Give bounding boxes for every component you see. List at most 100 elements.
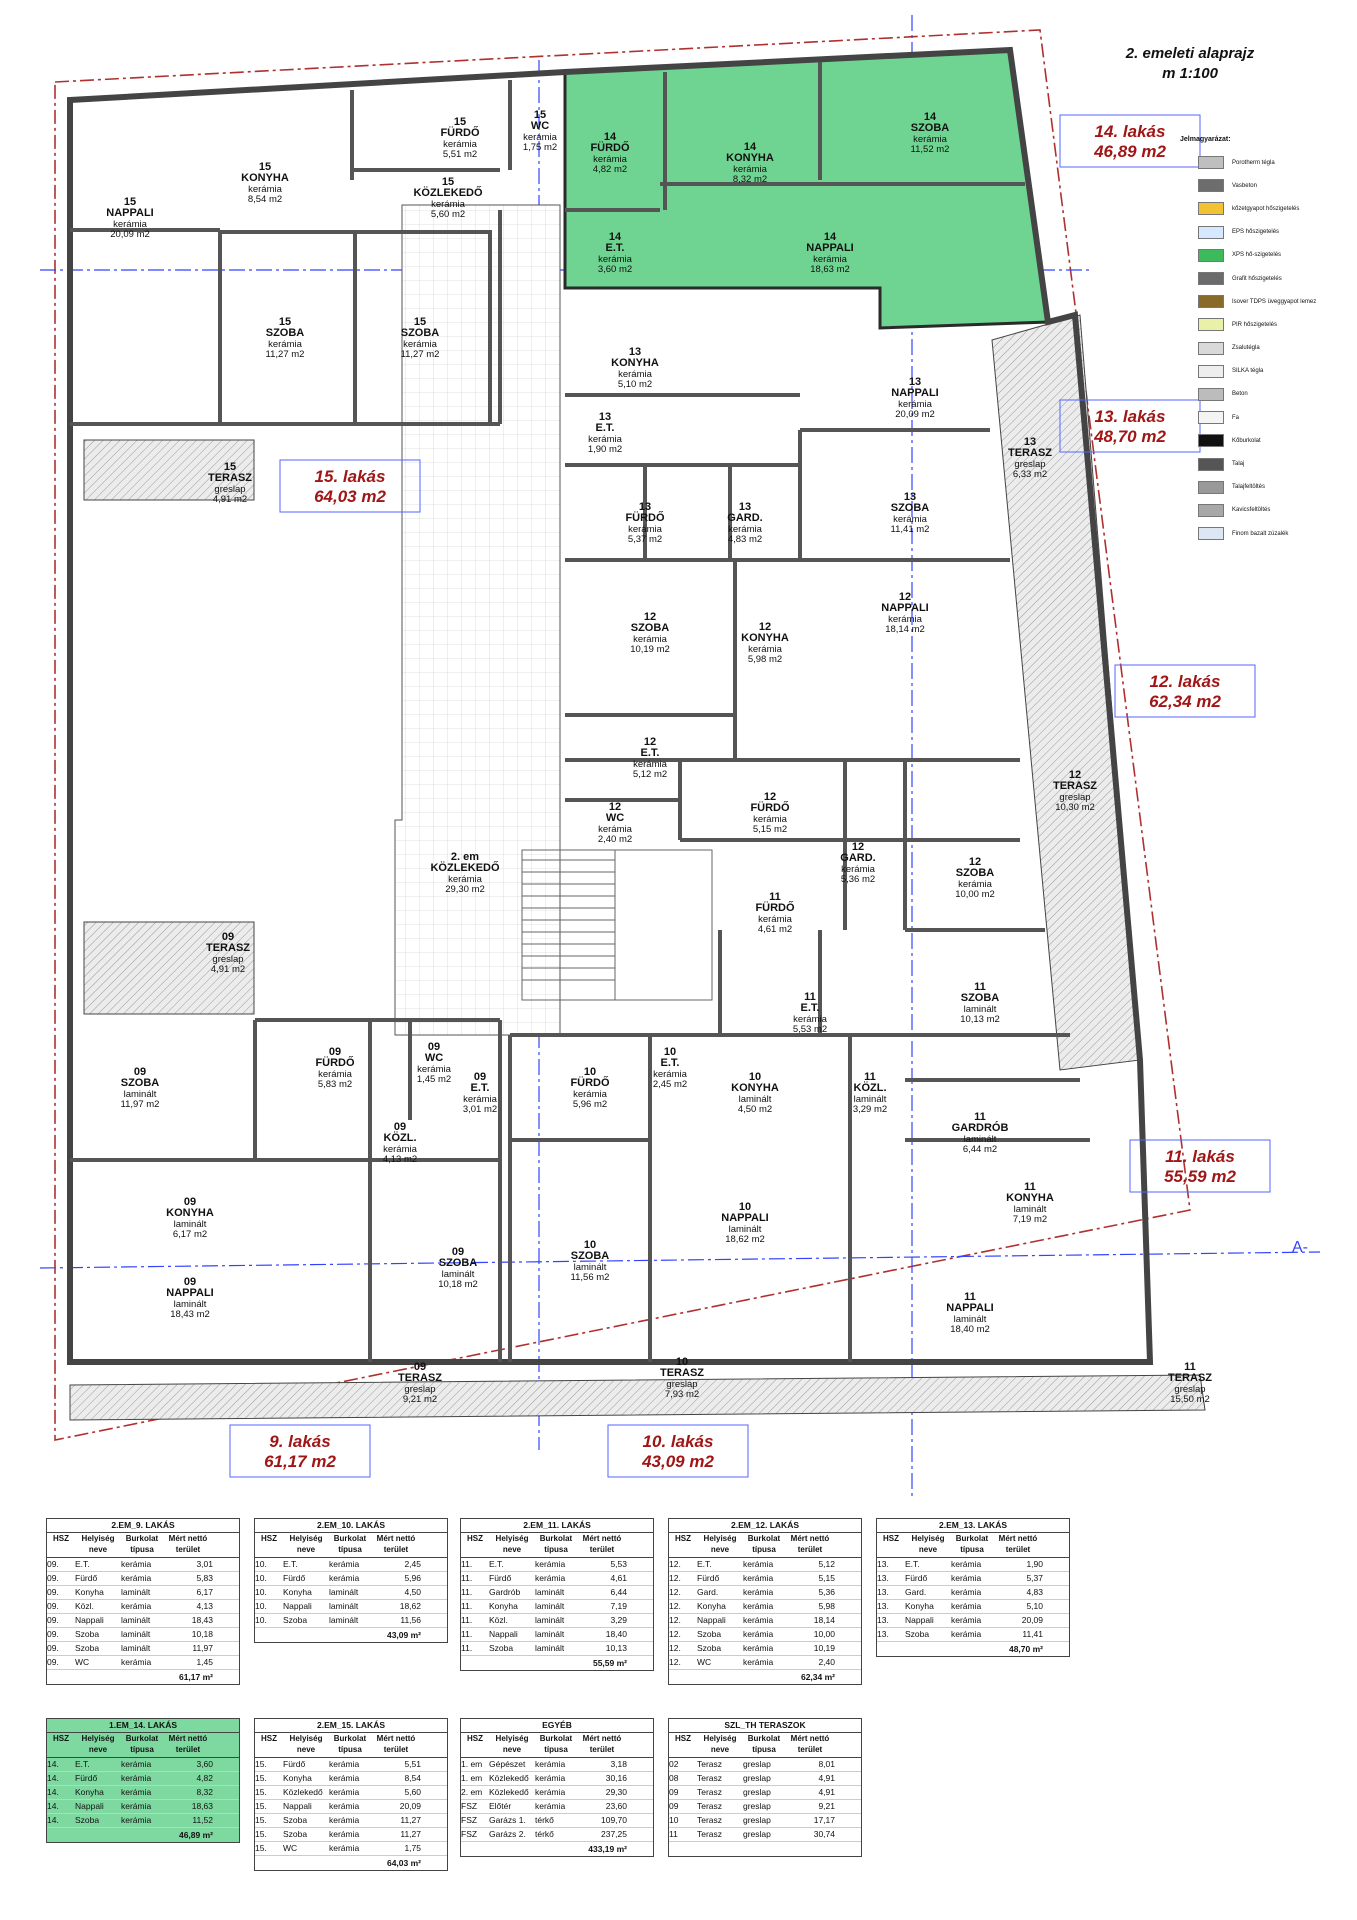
table-cell: 09 bbox=[669, 1787, 679, 1797]
legend-swatch bbox=[1198, 295, 1224, 309]
room-area: 11,27 m2 bbox=[266, 349, 305, 360]
table-cell: 09 bbox=[669, 1801, 679, 1811]
room-mat: greslap bbox=[212, 954, 243, 965]
table-cell: Közlekedő bbox=[489, 1773, 529, 1783]
table-cell: 15. bbox=[255, 1843, 267, 1853]
table-cell: laminált bbox=[535, 1615, 565, 1625]
room-name: FÜRDŐ bbox=[750, 801, 790, 814]
column-header: HSZ bbox=[53, 1534, 69, 1543]
table-cell: 14. bbox=[47, 1759, 59, 1769]
table-total: 433,19 m² bbox=[588, 1844, 627, 1854]
table-cell: laminált bbox=[535, 1587, 565, 1597]
building-outline bbox=[67, 46, 1154, 1365]
room-mat: greslap bbox=[1014, 459, 1045, 470]
apartment-name: 11. lakás bbox=[1165, 1147, 1235, 1166]
column-header: Helyiség neve bbox=[81, 1734, 115, 1754]
column-header: Mért nettó terület bbox=[790, 1734, 830, 1754]
room-num: 10 bbox=[584, 1239, 596, 1251]
room-mat: kerámia bbox=[598, 824, 633, 835]
legend-swatch bbox=[1198, 527, 1224, 541]
room-name: GARDRÓB bbox=[952, 1121, 1009, 1134]
table-cell: kerámia bbox=[743, 1559, 774, 1569]
column-header: Burkolat típusa bbox=[125, 1734, 159, 1754]
table-cell: 12. bbox=[669, 1573, 681, 1583]
room-num: 09 bbox=[414, 1361, 426, 1373]
room-num: 14 bbox=[924, 111, 937, 123]
legend-label: Grafit hőszigetelés bbox=[1232, 275, 1282, 282]
table-cell: 23,60 bbox=[605, 1801, 627, 1811]
room-area: 5,12 m2 bbox=[633, 769, 667, 780]
table-cell: 10,19 bbox=[813, 1643, 835, 1653]
room-mat: kerámia bbox=[588, 434, 623, 445]
room-num: 15 bbox=[124, 196, 136, 208]
room-area: 18,62 m2 bbox=[725, 1234, 765, 1245]
legend-label: SILKA tégla bbox=[1232, 368, 1264, 375]
table-cell: 9,21 bbox=[818, 1801, 835, 1811]
table-cell: kerámia bbox=[951, 1629, 982, 1639]
column-header: Helyiség neve bbox=[81, 1534, 115, 1554]
table-total bbox=[669, 1842, 861, 1856]
plan-title-text: 2. emeleti alaprajz bbox=[1125, 45, 1255, 62]
room-mat: kerámia bbox=[733, 164, 768, 175]
legend-item: Kőburkolat bbox=[1180, 429, 1350, 452]
table-title: 2.EM_11. LAKÁS bbox=[461, 1519, 653, 1533]
table-cell: 09. bbox=[47, 1657, 59, 1667]
table-cell: 11,56 bbox=[400, 1615, 421, 1625]
table-cell: 15. bbox=[255, 1759, 267, 1769]
column-header: HSZ bbox=[467, 1534, 483, 1543]
room-name: KONYHA bbox=[611, 357, 659, 369]
room-num: 14 bbox=[604, 131, 617, 143]
table-cell: Közlekedő bbox=[489, 1787, 529, 1797]
table-cell: kerámia bbox=[535, 1559, 566, 1569]
column-header: Mért nettó terület bbox=[168, 1534, 208, 1554]
room-area: 20,09 m2 bbox=[110, 229, 150, 240]
room-name: NAPPALI bbox=[166, 1287, 213, 1299]
table-cell: kerámia bbox=[329, 1787, 360, 1797]
room-name: KONYHA bbox=[241, 172, 289, 184]
table-title: 2.EM_15. LAKÁS bbox=[255, 1719, 447, 1733]
table-cell: 15. bbox=[255, 1773, 267, 1783]
table-cell: Szoba bbox=[283, 1815, 308, 1825]
apartment-label-box bbox=[229, 1424, 371, 1478]
room-num: 12 bbox=[644, 736, 656, 748]
room-mat: kerámia bbox=[841, 864, 876, 875]
table-cell: kerámia bbox=[329, 1559, 360, 1569]
room-area: 5,83 m2 bbox=[318, 1079, 352, 1090]
table-cell: 12. bbox=[669, 1643, 681, 1653]
room-num: 10 bbox=[676, 1356, 688, 1368]
room-num: 12 bbox=[899, 591, 911, 603]
table-cell: térkő bbox=[535, 1815, 554, 1825]
room-num: 09 bbox=[428, 1041, 440, 1053]
room-num: 10 bbox=[739, 1201, 751, 1213]
table-cell: Nappali bbox=[75, 1801, 104, 1811]
table-cell: 12. bbox=[669, 1559, 681, 1569]
room-name: SZOBA bbox=[401, 327, 440, 339]
room-mat: kerámia bbox=[598, 254, 633, 265]
table-cell: 15. bbox=[255, 1787, 267, 1797]
table-cell: 20,09 bbox=[399, 1801, 421, 1811]
table-cell: kerámia bbox=[329, 1815, 360, 1825]
table-cell: Közlekedő bbox=[283, 1787, 323, 1797]
room-mat: laminált bbox=[729, 1224, 762, 1235]
room-num: 13 bbox=[599, 411, 611, 423]
room-mat: kerámia bbox=[913, 134, 948, 145]
